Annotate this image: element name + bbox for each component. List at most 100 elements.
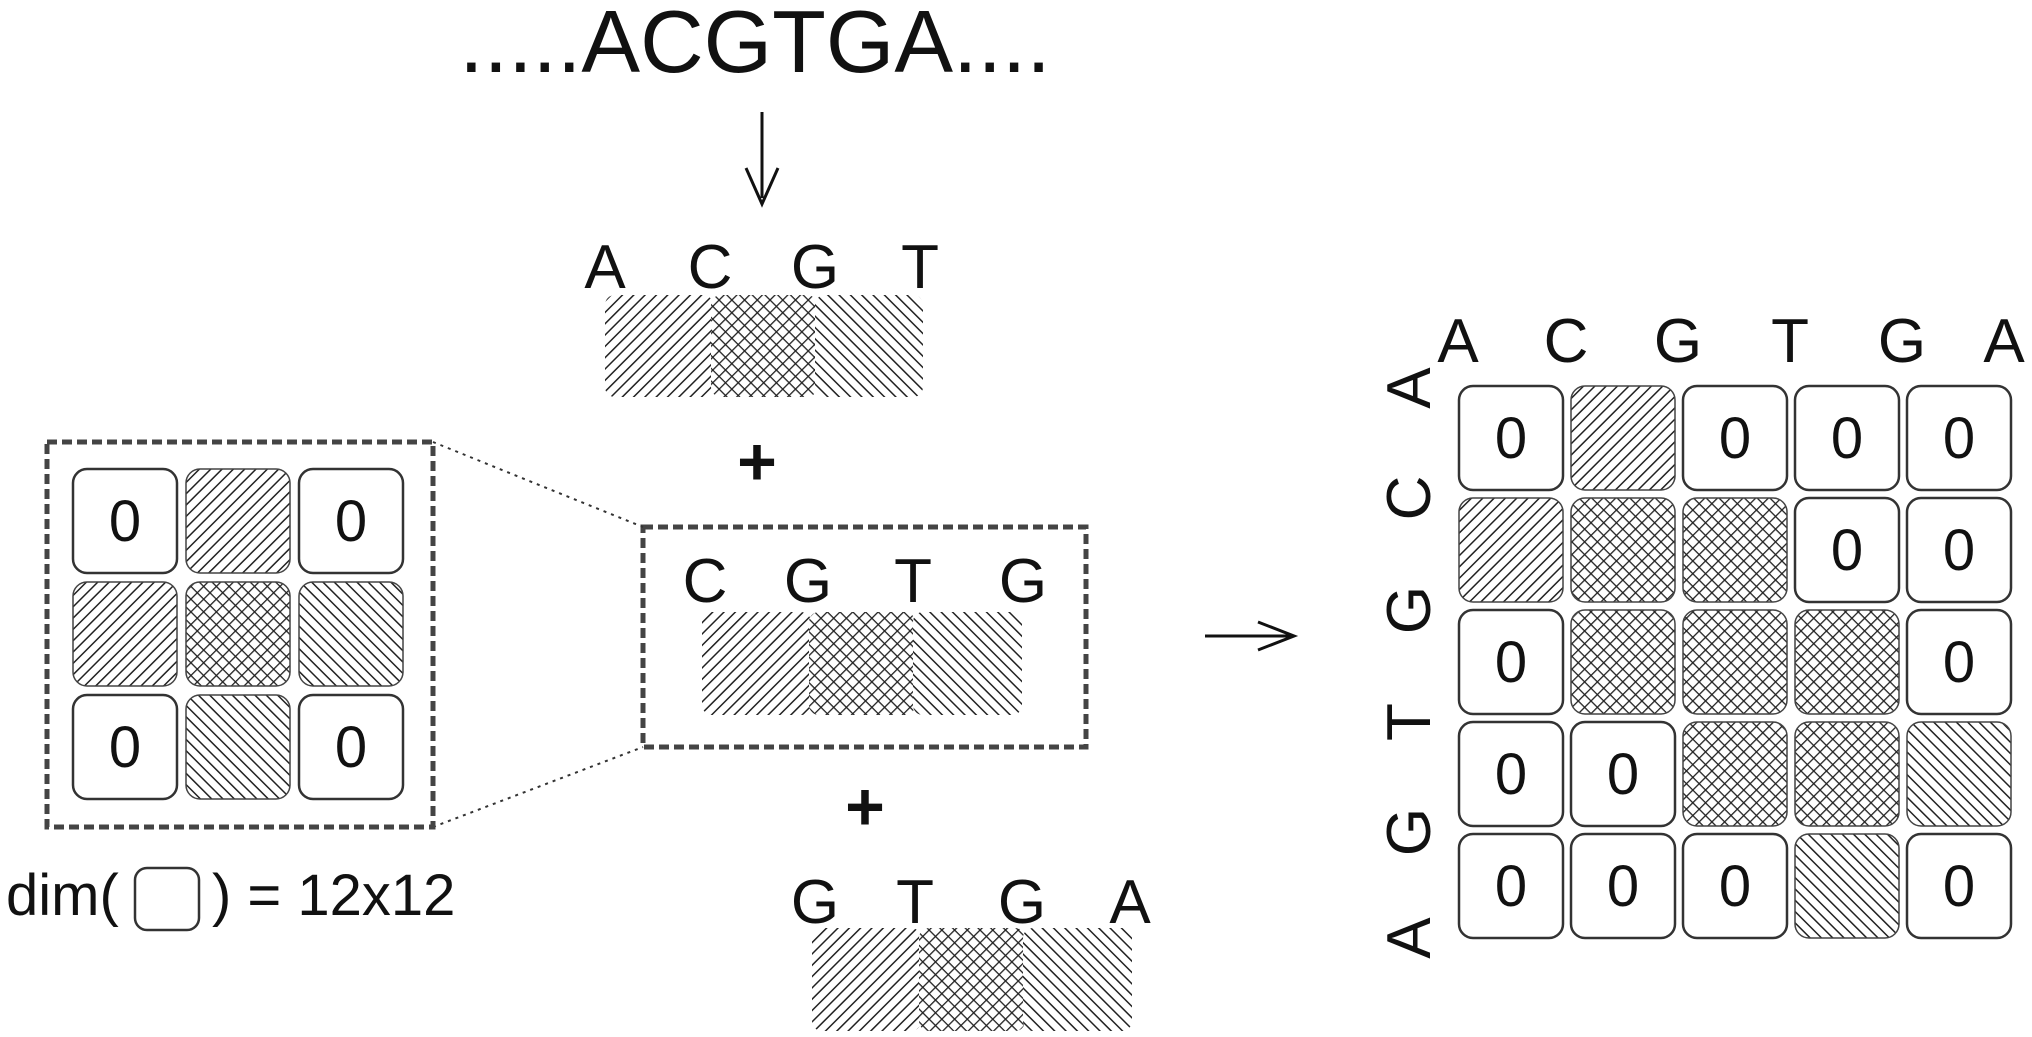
matrix-zero-label-r0-c3: 0 bbox=[1831, 406, 1863, 471]
matrix-zero-cell-r4-c0 bbox=[1457, 832, 1565, 940]
kernel-frame bbox=[44, 439, 436, 830]
matrix-col-label-4: G bbox=[1878, 307, 1926, 376]
kernel-zero-label-r0-c0: 0 bbox=[109, 489, 141, 554]
matrix-zero-cell-r3-c0 bbox=[1457, 720, 1565, 828]
matrix-row-label-0: A bbox=[1375, 367, 1444, 409]
matrix-zero-label-r3-c1: 0 bbox=[1607, 742, 1639, 807]
matrix-zero-cell-r2-c0 bbox=[1457, 608, 1565, 716]
window-3-block-anti bbox=[1023, 928, 1132, 1031]
window-1-letter-1: A bbox=[584, 233, 626, 302]
window-1-block-cross bbox=[711, 295, 817, 397]
matrix-zero-cell-r4-c4 bbox=[1905, 832, 2013, 940]
matrix-row-label-1: C bbox=[1375, 476, 1444, 521]
dim-label-suffix: ) = 12x12 bbox=[212, 863, 455, 928]
dim-label-prefix: dim( bbox=[6, 863, 119, 928]
matrix-zero-cell-r4-c2 bbox=[1681, 832, 1789, 940]
plus-sign-2: + bbox=[845, 769, 885, 845]
kernel-diag-pattern-cell-r0-c1 bbox=[185, 468, 291, 574]
matrix-zero-label-r4-c2: 0 bbox=[1719, 854, 1751, 919]
window-3-block-cross bbox=[919, 928, 1025, 1031]
matrix-col-label-3: T bbox=[1771, 307, 1809, 376]
matrix-zero-label-r2-c4: 0 bbox=[1943, 630, 1975, 695]
plus-sign-1: + bbox=[737, 424, 777, 500]
matrix-anti-pattern-cell-r3-c4 bbox=[1906, 721, 2012, 827]
window-3-letter-4: A bbox=[1109, 868, 1151, 937]
matrix-anti-pattern-cell-r4-c3 bbox=[1794, 833, 1900, 939]
window-3-letter-2: T bbox=[896, 868, 934, 937]
down-arrow-icon bbox=[744, 112, 780, 208]
matrix-zero-cell-r4-c1 bbox=[1569, 832, 1677, 940]
matrix-row-label-3: T bbox=[1375, 703, 1444, 741]
matrix-row-label-2: G bbox=[1375, 586, 1444, 634]
right-arrow-icon bbox=[1205, 620, 1299, 652]
kernel-zero-label-r0-c2: 0 bbox=[335, 489, 367, 554]
matrix-zero-label-r4-c4: 0 bbox=[1943, 854, 1975, 919]
zoom-connector-top bbox=[432, 441, 644, 528]
matrix-zero-label-r4-c0: 0 bbox=[1495, 854, 1527, 919]
matrix-zero-label-r4-c1: 0 bbox=[1607, 854, 1639, 919]
kernel-zoom: 0 0 0 0 bbox=[44, 439, 644, 830]
window-2-block-cross bbox=[809, 612, 915, 715]
dim-label: dim( ) = 12x12 bbox=[6, 863, 455, 932]
window-2-block-anti bbox=[913, 612, 1022, 715]
matrix-zero-cell-r0-c4 bbox=[1905, 384, 2013, 492]
matrix-zero-cell-r1-c4 bbox=[1905, 496, 2013, 604]
window-2: C G T G bbox=[640, 524, 1089, 750]
window-3-block-diag bbox=[812, 928, 921, 1031]
matrix-zero-label-r1-c3: 0 bbox=[1831, 518, 1863, 583]
matrix-zero-label-r1-c4: 0 bbox=[1943, 518, 1975, 583]
matrix-zero-label-r0-c0: 0 bbox=[1495, 406, 1527, 471]
kernel-anti-pattern-cell-r2-c1 bbox=[185, 694, 291, 800]
window-1-block-anti bbox=[815, 295, 923, 397]
kernel-zero-cell-r0-c2 bbox=[297, 467, 405, 575]
zoom-connector-bottom bbox=[432, 746, 644, 828]
window-3-letter-3: G bbox=[998, 868, 1046, 937]
window-2-frame bbox=[640, 524, 1089, 750]
window-3: G T G A bbox=[791, 868, 1151, 1031]
window-1-letter-2: C bbox=[688, 233, 733, 302]
matrix-cross-pattern-cell-r3-c2 bbox=[1682, 721, 1788, 827]
window-2-letter-2: G bbox=[784, 547, 832, 616]
matrix-zero-cell-r0-c3 bbox=[1793, 384, 1901, 492]
matrix-row-label-4: G bbox=[1375, 808, 1444, 856]
kernel-zero-cell-r2-c0 bbox=[71, 693, 179, 801]
matrix-col-label-0: A bbox=[1437, 307, 1479, 376]
matrix-zero-label-r2-c0: 0 bbox=[1495, 630, 1527, 695]
window-3-letter-1: G bbox=[791, 868, 839, 937]
matrix-zero-cell-r3-c1 bbox=[1569, 720, 1677, 828]
matrix-zero-label-r0-c4: 0 bbox=[1943, 406, 1975, 471]
matrix-cross-pattern-cell-r2-c1 bbox=[1570, 609, 1676, 715]
matrix-cross-pattern-cell-r2-c2 bbox=[1682, 609, 1788, 715]
kernel-anti-pattern-cell-r1-c2 bbox=[298, 581, 404, 687]
kernel-zero-label-r2-c0: 0 bbox=[109, 715, 141, 780]
window-1-block-diag bbox=[605, 295, 713, 397]
window-2-block-diag bbox=[702, 612, 811, 715]
matrix-cross-pattern-cell-r1-c2 bbox=[1682, 497, 1788, 603]
kernel-cross-pattern-cell-r1-c1 bbox=[185, 581, 291, 687]
matrix-zero-cell-r0-c0 bbox=[1457, 384, 1565, 492]
matrix-cross-pattern-cell-r3-c3 bbox=[1794, 721, 1900, 827]
matrix-row-label-5: A bbox=[1375, 917, 1444, 959]
matrix-row-labels: A C G T G A bbox=[1375, 367, 1444, 959]
window-2-letter-3: T bbox=[894, 547, 932, 616]
window-1-letter-4: T bbox=[901, 233, 939, 302]
matrix-zero-label-r3-c0: 0 bbox=[1495, 742, 1527, 807]
matrix-cross-pattern-cell-r1-c1 bbox=[1570, 497, 1676, 603]
kernel-zero-label-r2-c2: 0 bbox=[335, 715, 367, 780]
matrix-col-label-5: A bbox=[1983, 307, 2025, 376]
matrix-cross-pattern-cell-r2-c3 bbox=[1794, 609, 1900, 715]
window-1: A C G T bbox=[584, 233, 939, 397]
matrix-col-label-2: G bbox=[1654, 307, 1702, 376]
kernel-diag-pattern-cell-r1-c0 bbox=[72, 581, 178, 687]
window-1-letter-3: G bbox=[791, 233, 839, 302]
matrix-zero-cell-r1-c3 bbox=[1793, 496, 1901, 604]
matrix-zero-cell-r2-c4 bbox=[1905, 608, 2013, 716]
input-sequence: .....ACGTGA.... bbox=[459, 0, 1051, 91]
matrix-diag-pattern-cell-r1-c0 bbox=[1458, 497, 1564, 603]
matrix-diag-pattern-cell-r0-c1 bbox=[1570, 385, 1676, 491]
dim-cell-sample bbox=[133, 866, 201, 932]
